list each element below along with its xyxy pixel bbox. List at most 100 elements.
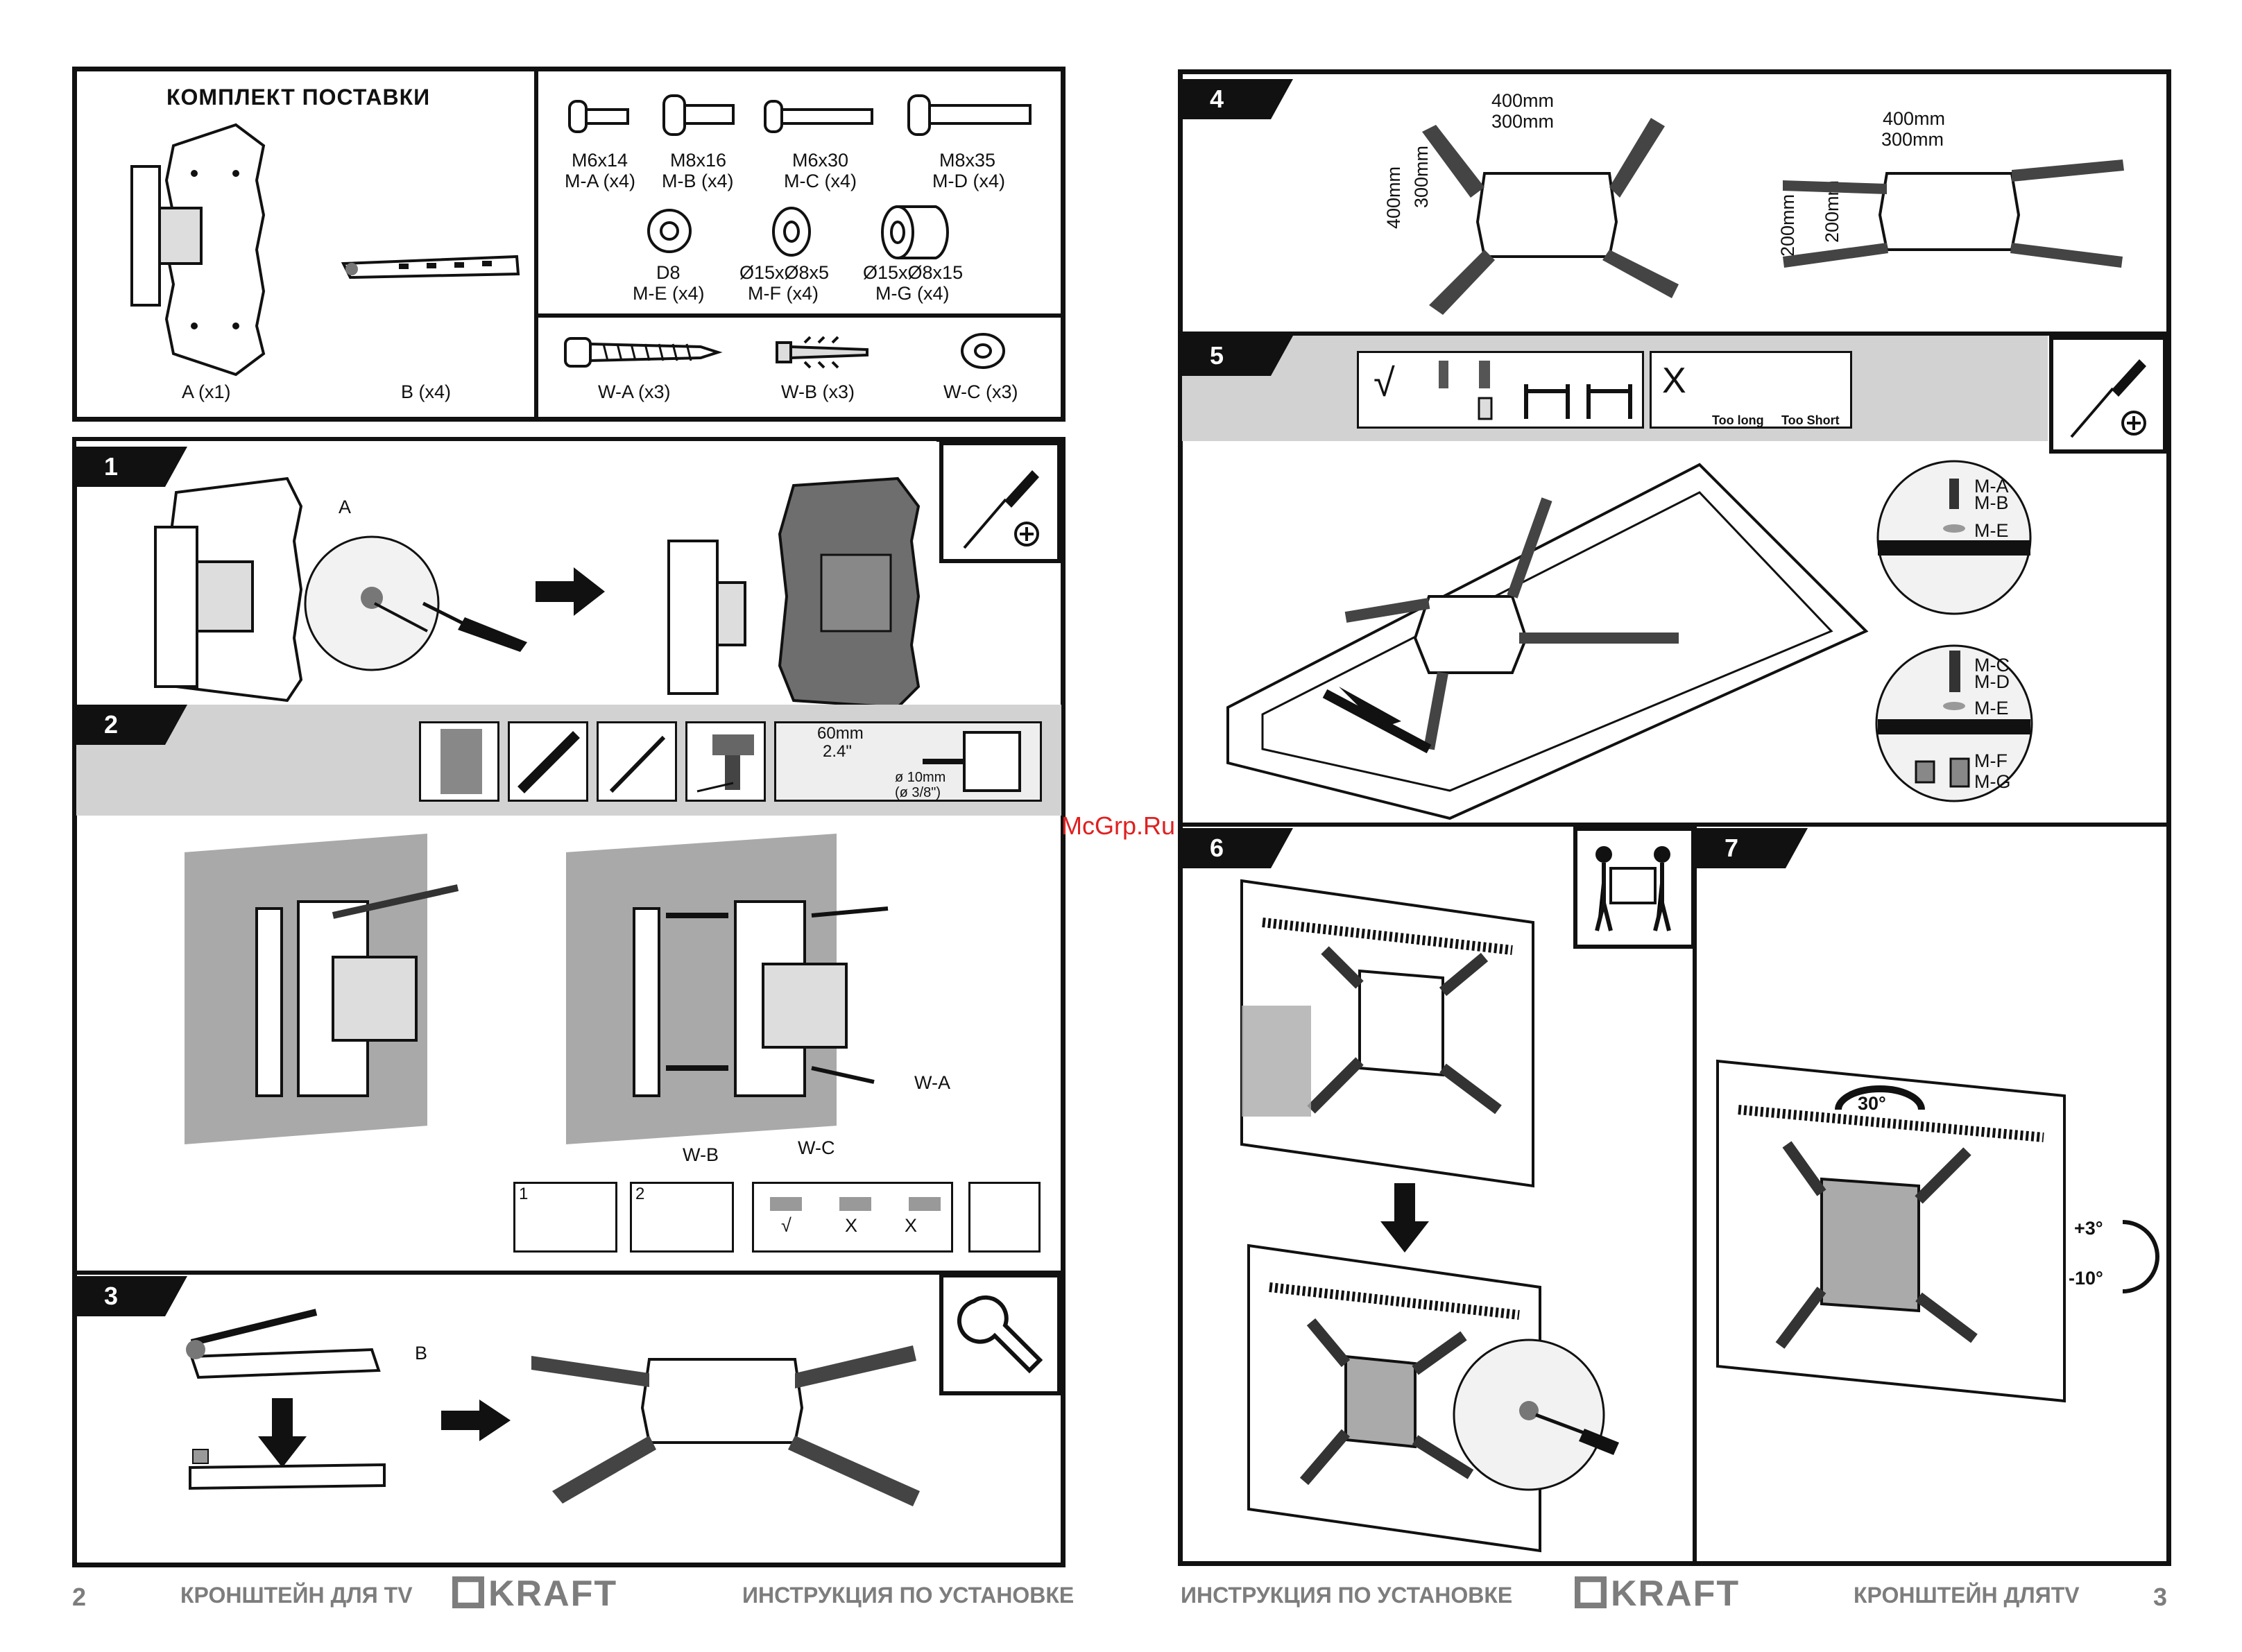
step4-400-h-left: 400mm — [1491, 90, 1555, 111]
step5-correct-screws — [1439, 361, 1632, 420]
arrow-down-icon — [258, 1398, 307, 1468]
step6-7-divider — [1693, 827, 1697, 1563]
step6-zoom-circle — [1453, 1339, 1619, 1491]
step2-bracket-left — [255, 884, 459, 1097]
step6-tv-upper — [1240, 879, 1534, 1188]
wall-anchor-icon — [776, 336, 868, 369]
part-mg-qty: M-G (x4) — [875, 283, 950, 304]
kit-divider-h — [537, 313, 1063, 318]
drill-diameter-in: (ø 3/8") — [895, 785, 941, 800]
arrow-right-icon-3 — [441, 1400, 511, 1441]
part-m8x35-name: M8x35 — [939, 150, 996, 171]
step3-top-rule — [76, 1271, 1061, 1275]
part-m6x30-name: M6x30 — [792, 150, 849, 171]
tilt-arrow-icon — [2122, 1220, 2159, 1293]
screw-m8x35-icon — [907, 94, 1032, 136]
step1-zoom-circle — [304, 535, 440, 671]
step1-number: 1 — [76, 447, 187, 487]
step2-x-mark-2: X — [905, 1215, 918, 1236]
part-mf-qty: M-F (x4) — [748, 283, 819, 304]
footer-manual-left: ИНСТРУКЦИЯ ПО УСТАНОВКЕ — [742, 1583, 1075, 1608]
step3-number: 3 — [76, 1276, 187, 1316]
step7-number: 7 — [1697, 828, 1808, 868]
step7-swivel: 30° — [1858, 1093, 1886, 1114]
kraft-logo-icon — [452, 1576, 484, 1608]
bracket-a-drawing — [130, 123, 266, 377]
part-m8x35-qty: M-D (x4) — [932, 171, 1005, 191]
brand-name-left: KRAFT — [488, 1574, 618, 1614]
step5-incorrect-box — [1650, 351, 1852, 429]
step5-mg: M-G — [1974, 771, 2011, 792]
step1-back-plate-drawing — [667, 476, 921, 709]
step2-x-mark-1: X — [845, 1215, 858, 1236]
step5-me2: M-E — [1974, 698, 2009, 719]
brand-logo-left: KRAFT — [452, 1573, 617, 1615]
step2-check-mark: √ — [781, 1215, 791, 1236]
screw-m8x16-icon — [662, 94, 735, 136]
arrow-right-icon — [536, 567, 605, 616]
step2-drill-box — [968, 1182, 1041, 1253]
step5-tv-back-drawing — [1226, 463, 1869, 820]
step5-mb: M-B — [1974, 492, 2009, 513]
wall-screw-icon — [564, 337, 723, 368]
drill-bit-drawing — [923, 731, 1021, 792]
step5-me: M-E — [1974, 520, 2009, 541]
part-d8-name: D8 — [656, 262, 681, 283]
step7-tilt-down: -10° — [2069, 1268, 2103, 1289]
screwdriver-phillips-icon-5 — [2070, 359, 2146, 438]
wall-washer-icon — [961, 333, 1005, 369]
step5-md: M-D — [1974, 671, 2010, 692]
step5-zoom-circle-1 — [1876, 460, 2032, 615]
part-b-label: B (x4) — [401, 381, 452, 402]
step2-wc-label: W-C — [798, 1137, 835, 1158]
step2-sub1-box — [513, 1182, 617, 1253]
step2-wa-label: W-A — [914, 1072, 950, 1093]
screwdriver-icon — [422, 601, 527, 652]
step5-cross-mark: X — [1662, 361, 1686, 401]
part-m6x30-qty: M-C (x4) — [784, 171, 857, 191]
level-tool-box — [508, 721, 588, 802]
page-number-left: 2 — [72, 1583, 87, 1611]
part-wb-label: W-B (x3) — [781, 381, 855, 402]
part-m6x14-name: M6x14 — [572, 150, 628, 171]
step2-wb-label: W-B — [683, 1144, 719, 1165]
part-mf-name: Ø15xØ8x5 — [739, 262, 830, 283]
two-person-lift-icon — [1595, 846, 1671, 931]
step1-label-a: A — [339, 497, 352, 517]
step3-arm-nut — [189, 1449, 386, 1490]
step5-ma: M-A — [1974, 476, 2009, 497]
screw-m6x30-icon — [764, 100, 873, 133]
brand-logo-right: KRAFT — [1575, 1573, 1740, 1615]
step7-tilt-up: +3° — [2074, 1218, 2103, 1239]
part-wc-label: W-C (x3) — [943, 381, 1018, 402]
screwdriver-phillips-icon — [963, 470, 1039, 549]
part-wa-label: W-A (x3) — [598, 381, 671, 402]
step2-anchor-check-box — [752, 1182, 953, 1253]
washer-d8-icon — [647, 209, 692, 253]
step4-300-h-left: 300mm — [1491, 111, 1555, 132]
drill-tool-box — [685, 721, 766, 802]
step7-tv-drawing — [1716, 1059, 2066, 1403]
step5-mc: M-C — [1974, 655, 2010, 676]
part-m8x16-name: M8x16 — [670, 150, 727, 171]
arrow-down-icon-6 — [1380, 1183, 1429, 1253]
step4-300-h-right: 300mm — [1881, 129, 1944, 150]
step2-bracket-right — [633, 900, 889, 1097]
drill-length: 60mm — [817, 724, 864, 743]
step2-sub1-num: 1 — [519, 1185, 529, 1203]
screw-m6x14-icon — [568, 100, 629, 133]
swivel-arrow-icon — [1835, 1085, 1925, 1110]
step4-mount-narrow — [1783, 160, 2124, 268]
kit-divider-v — [534, 69, 538, 419]
step6-tv-lower — [1247, 1244, 1541, 1553]
pencil-tool-box — [597, 721, 677, 802]
step5-zoom-circle-2 — [1875, 644, 2033, 802]
step5-check-mark: √ — [1374, 361, 1395, 404]
spacer-5-icon — [772, 207, 811, 257]
page-number-right: 3 — [2153, 1583, 2168, 1611]
step5-top-rule — [1182, 332, 2167, 336]
step5-mf: M-F — [1974, 750, 2008, 771]
part-a-label: A (x1) — [182, 381, 231, 402]
footer-manual-right: ИНСТРУКЦИЯ ПО УСТАНОВКЕ — [1181, 1583, 1513, 1608]
step4-400-h-right: 400mm — [1883, 108, 1946, 129]
